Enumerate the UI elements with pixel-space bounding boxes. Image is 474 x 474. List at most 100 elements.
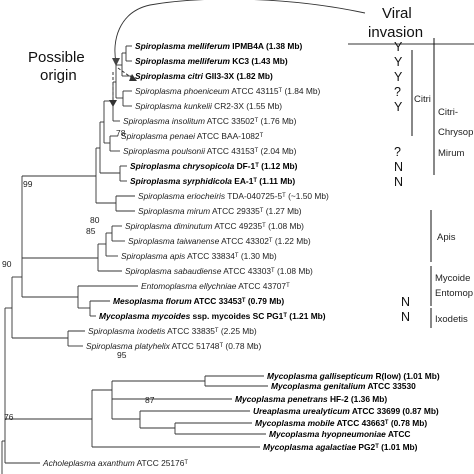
taxon-species: Spiroplasma kunkelii [135,101,213,111]
taxon-strain: ATCC 43707ᵀ [236,281,290,291]
taxon-strain: ATCC 33834ᵀ (1.30 Mb) [185,251,277,261]
taxon-label: Spiroplasma sabaudiense ATCC 43303ᵀ (1.0… [125,266,313,276]
taxon-strain: ATCC 33530 [365,381,416,391]
taxon-strain: R(low) (1.01 Mb) [373,371,440,381]
bootstrap-value: 80 [90,215,100,225]
taxon-strain: KC3 (1.43 Mb) [230,56,288,66]
viral-mark: N [394,160,403,174]
taxon-species: Spiroplasma insolitum [123,116,205,126]
taxon-label: Spiroplasma apis ATCC 33834ᵀ (1.30 Mb) [121,251,277,261]
viral-mark: Y [394,70,403,84]
taxon-species: Mycoplasma genitalium [271,381,366,391]
taxon-label: Spiroplasma melliferum IPMB4A (1.38 Mb) [135,41,302,51]
bootstrap-value: 76 [4,412,14,422]
taxon-strain: ATCC 25176ᵀ [135,458,189,468]
taxon-label: Spiroplasma melliferum KC3 (1.43 Mb) [135,56,288,66]
taxon-species: Spiroplasma platyhelix [86,341,171,351]
group-label-apis: Apis [437,232,456,243]
dashed-arrow-1 [117,67,133,79]
bootstrap-value: 90 [2,259,12,269]
taxon-strain: CR2-3X (1.55 Mb) [212,101,282,111]
taxon-species: Mesoplasma florum [113,296,192,306]
taxon-species: Spiroplasma ixodetis [88,326,166,336]
viral-mark: N [394,175,403,189]
viral-mark: ? [394,145,401,159]
taxon-species: Spiroplasma diminutum [125,221,213,231]
taxon-species: Spiroplasma phoeniceum [135,86,230,96]
taxon-label: Spiroplasma phoeniceum ATCC 43115ᵀ (1.84… [135,86,321,96]
taxon-label: Spiroplasma diminutum ATCC 49235ᵀ (1.08 … [125,221,304,231]
taxon-species: Spiroplasma mirum [138,206,210,216]
taxon-species: Spiroplasma poulsonii [123,146,206,156]
taxon-strain: ATCC 43115ᵀ (1.84 Mb) [230,86,321,96]
viral-mark: ? [394,85,401,99]
arrowhead-icon [112,58,120,66]
taxon-label: Spiroplasma chrysopicola DF-1ᵀ (1.12 Mb) [130,161,298,171]
taxon-label: Mycoplasma mycoides ssp. mycoides SC PG1… [99,311,326,321]
taxon-species: Mycoplasma gallisepticum [267,371,374,381]
taxon-strain: ATCC [386,429,411,439]
tree-branches [1,45,268,474]
taxon-label: Spiroplasma eriocheiris TDA-040725-5ᵀ (~… [138,191,329,201]
taxon-species: Entomoplasma ellychniae [141,281,237,291]
group-label-citri-chrysop-2: Chrysop [438,127,473,138]
taxon-strain: ATCC 43663ᵀ (0.78 Mb) [335,418,428,428]
taxon-label: Spiroplasma mirum ATCC 29335ᵀ (1.27 Mb) [138,206,302,216]
taxon-label: Spiroplasma platyhelix ATCC 51748ᵀ (0.78… [86,341,261,351]
taxon-strain: TDA-040725-5ᵀ (~1.50 Mb) [225,191,329,201]
group-label-mycoides: Mycoide [435,273,470,284]
viral-invasion-label-1: Viral [382,5,412,22]
viral-mark: Y [394,40,403,54]
taxon-strain: EA-1ᵀ (1.11 Mb) [232,176,295,186]
taxon-label: Mesoplasma florum ATCC 33453ᵀ (0.79 Mb) [113,296,284,306]
dashed-arrowhead-icon-1 [129,74,137,81]
bootstrap-value: 78 [116,128,126,138]
taxon-species: Spiroplasma citri [135,71,204,81]
taxon-label: Spiroplasma citri GII3-3X (1.82 Mb) [135,71,273,81]
taxon-strain: IPMB4A (1.38 Mb) [230,41,302,51]
taxon-label: Acholeplasma axanthum ATCC 25176ᵀ [42,458,188,468]
taxon-strain: ATCC 33699 (0.87 Mb) [350,406,439,416]
taxon-strain: ATCC 33835ᵀ (2.25 Mb) [165,326,257,336]
group-label-citri-chrysop-1: Citri- [438,107,458,118]
taxon-species: Spiroplasma penaei [121,131,196,141]
taxon-species: Spiroplasma syrphidicola [130,176,232,186]
taxon-species: Spiroplasma sabaudiense [125,266,222,276]
taxon-species: Spiroplasma taiwanense [128,236,220,246]
bootstrap-value: 95 [117,350,127,360]
taxon-label: Spiroplasma ixodetis ATCC 33835ᵀ (2.25 M… [88,326,257,336]
taxon-strain: ATCC 33453ᵀ (0.79 Mb) [192,296,285,306]
bootstrap-value: 99 [23,179,33,189]
taxon-species: Mycoplasma penetrans [235,394,328,404]
taxon-label: Spiroplasma kunkelii CR2-3X (1.55 Mb) [135,101,282,111]
group-label-mirum: Mirum [438,148,464,159]
taxon-label: Spiroplasma insolitum ATCC 33502ᵀ (1.76 … [123,116,297,126]
viral-invasion-arrow [114,0,366,63]
taxon-label: Spiroplasma taiwanense ATCC 43302ᵀ (1.22… [128,236,311,246]
taxon-strain: ATCC BAA-1082ᵀ [195,131,264,141]
taxon-strain: GII3-3X (1.82 Mb) [203,71,273,81]
group-label-citri: Citri [414,94,431,105]
viral-mark: N [401,310,410,324]
taxon-label: Mycoplasma hyopneumoniae ATCC [269,429,410,439]
viral-mark: N [401,295,410,309]
taxon-label: Entomoplasma ellychniae ATCC 43707ᵀ [141,281,290,291]
taxon-labels: Spiroplasma melliferum IPMB4A (1.38 Mb) S… [42,41,440,468]
possible-origin-label-2: origin [40,67,77,84]
taxon-strain: PG2ᵀ (1.01 Mb) [356,442,418,452]
taxon-strain: HF-2 (1.36 Mb) [328,394,388,404]
taxon-label: Mycoplasma agalactiae PG2ᵀ (1.01 Mb) [263,442,418,452]
taxon-strain: ATCC 43303ᵀ (1.08 Mb) [221,266,313,276]
taxon-label: Mycoplasma gallisepticum R(low) (1.01 Mb… [267,371,440,381]
taxon-label: Spiroplasma penaei ATCC BAA-1082ᵀ [121,131,264,141]
taxon-label: Mycoplasma mobile ATCC 43663ᵀ (0.78 Mb) [255,418,427,428]
taxon-strain: ATCC 51748ᵀ (0.78 Mb) [170,341,262,351]
taxon-strain: ATCC 49235ᵀ (1.08 Mb) [213,221,305,231]
taxon-species: Spiroplasma chrysopicola [130,161,235,171]
taxon-label: Mycoplasma penetrans HF-2 (1.36 Mb) [235,394,387,404]
taxon-label: Spiroplasma poulsonii ATCC 43153ᵀ (2.04 … [123,146,297,156]
taxon-species: Mycoplasma mycoides [99,311,191,321]
taxon-strain: ATCC 33502ᵀ (1.76 Mb) [205,116,297,126]
